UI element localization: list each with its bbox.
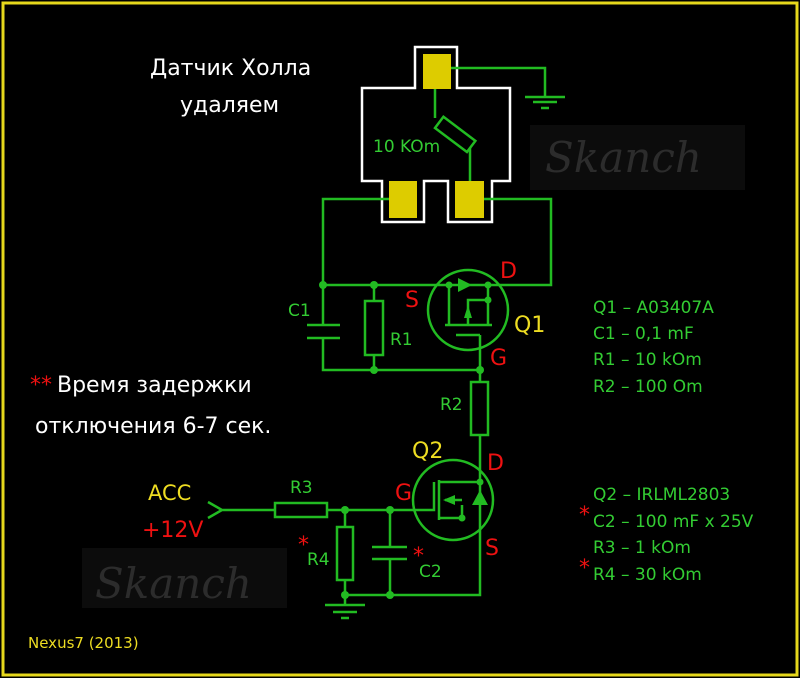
- pad-left: [389, 181, 417, 218]
- pad-right: [455, 181, 484, 218]
- parts-item: C1 – 0,1 mF: [593, 324, 694, 344]
- footer-label: Nexus7 (2013): [28, 634, 139, 652]
- q1-source-label: S: [405, 288, 419, 313]
- title-line2: удаляем: [180, 93, 279, 118]
- note-stars: **: [30, 373, 52, 398]
- q2-gate-label: G: [395, 481, 412, 506]
- watermark: Skanch: [95, 559, 252, 608]
- parts-item: C2 – 100 mF x 25V: [593, 512, 754, 532]
- parts-item: R4 – 30 kOm: [593, 565, 702, 585]
- parts-list: Q1 – A03407A C1 – 0,1 mF R1 – 10 kOm R2 …: [579, 298, 754, 585]
- watermark-bg: [82, 548, 287, 608]
- sensor-resistor-label: 10 KOm: [373, 137, 440, 157]
- parts-item: Q1 – A03407A: [593, 298, 714, 318]
- r2-resistor: [469, 380, 490, 437]
- r4-asterisk: *: [298, 533, 309, 558]
- q2-source-label: S: [485, 536, 499, 561]
- title-line1: Датчик Холла: [150, 56, 311, 81]
- parts-item: R1 – 10 kOm: [593, 350, 702, 370]
- q1-mosfet: [426, 268, 510, 352]
- r4-label: R4: [307, 550, 330, 570]
- junction-dots: [319, 281, 492, 599]
- note-line1: Время задержки: [57, 373, 252, 398]
- r4-resistor: [335, 525, 355, 582]
- r3-label: R3: [290, 478, 313, 498]
- r1-label: R1: [390, 330, 413, 350]
- q1-gate-label: G: [490, 346, 507, 371]
- q1-label: Q1: [514, 313, 545, 338]
- watermark: Skanch: [545, 133, 702, 182]
- r2-label: R2: [440, 395, 463, 415]
- parts-asterisk: *: [579, 556, 590, 581]
- q2-label: Q2: [412, 439, 443, 464]
- parts-item: R3 – 1 kOm: [593, 538, 691, 558]
- c2-asterisk: *: [413, 544, 424, 569]
- q1-drain-label: D: [500, 259, 517, 284]
- watermark-bg: [530, 125, 745, 190]
- parts-asterisk: *: [579, 503, 590, 528]
- r1-resistor: [363, 299, 385, 357]
- voltage-label: +12V: [142, 518, 203, 543]
- sensor-outline: [360, 45, 512, 224]
- pad-top: [423, 54, 451, 89]
- hall-sensor: 10 KOm: [360, 45, 512, 224]
- c2-label: C2: [419, 562, 442, 582]
- sensor-wire: [433, 89, 472, 181]
- q2-mosfet: [411, 458, 495, 542]
- parts-item: R2 – 100 Om: [593, 377, 703, 397]
- r3-resistor: [273, 501, 329, 519]
- q2-drain-label: D: [487, 451, 504, 476]
- parts-item: Q2 – IRLML2803: [593, 485, 730, 505]
- ground-symbol-top: [451, 66, 565, 110]
- note-line2: отключения 6-7 сек.: [35, 414, 271, 439]
- sensor-resistor: [433, 115, 478, 154]
- acc-label: ACC: [148, 481, 191, 505]
- wires: [307, 197, 553, 597]
- c1-label: C1: [288, 301, 311, 321]
